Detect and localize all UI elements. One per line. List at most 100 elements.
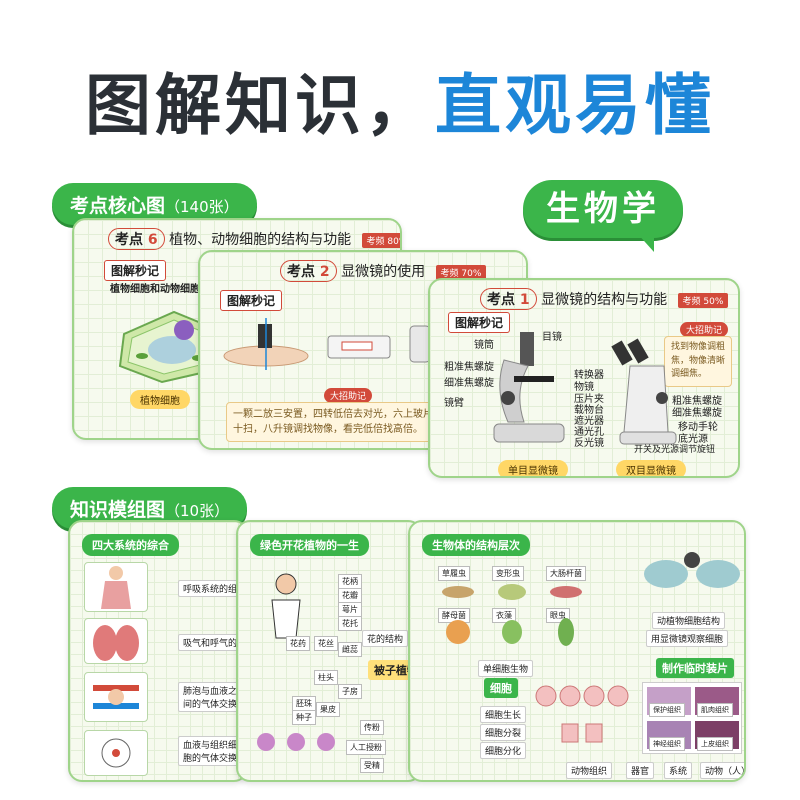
label-fine-left: 细准焦螺旋 <box>444 378 494 389</box>
chip-6: 花丝 <box>314 636 338 651</box>
module-title: 生物体的结构层次 <box>422 534 530 556</box>
freq-badge: 考频 50% <box>677 292 729 308</box>
headline-part2: 直观易懂 <box>435 67 715 144</box>
card-title: 考点 1 显微镜的结构与功能 考频 50% <box>480 288 729 310</box>
subject-bubble-tail <box>636 232 654 252</box>
kp-oval: 考点 1 <box>480 288 537 310</box>
right-cell-structure: 动植物细胞结构 <box>652 612 726 629</box>
tissue-3: 神经组织 <box>649 737 685 751</box>
center-cell: 细胞 <box>484 678 518 698</box>
label-mirror: 反光镜 <box>574 438 604 449</box>
caption-bino: 双目显微镜 <box>616 460 686 476</box>
highlight-angiosperm: 被子植物 <box>368 660 420 680</box>
right-slide: 制作临时装片 <box>656 658 734 678</box>
label-coarse-left: 粗准焦螺旋 <box>444 362 494 373</box>
label-clip: 压片夹 <box>574 394 604 405</box>
bottom-2: 器官 <box>626 762 655 779</box>
chip-14: 受精 <box>360 758 384 773</box>
tissue-panel: 保护组织 肌肉组织 神经组织 上皮组织 <box>642 682 742 754</box>
core-diagram-count: （140张） <box>165 198 239 216</box>
sample-1: 草履虫 <box>438 566 470 581</box>
label-coarse-right: 粗准焦螺旋 <box>672 396 722 407</box>
sample-5: 衣藻 <box>492 608 516 623</box>
chip-15: 人工授粉 <box>346 740 386 755</box>
kp-title-text: 显微镜的结构与功能 <box>541 292 668 308</box>
freq-badge: 考频 80% <box>361 232 400 248</box>
label-eyepiece: 目镜 <box>542 332 562 343</box>
bottom-4: 动物（人） <box>700 762 744 779</box>
tissue-1: 保护组织 <box>649 703 685 717</box>
chip-12: 果皮 <box>316 702 340 717</box>
kp-oval: 考点 2 <box>280 260 337 282</box>
diagram-tag: 图解秒记 <box>104 260 167 281</box>
label-stage: 载物台 <box>574 405 604 416</box>
chip-3: 萼片 <box>338 602 362 617</box>
row-label-4: 血液与组织细胞的气体交换 <box>178 736 242 766</box>
tissue-exchange-illustration <box>84 730 148 776</box>
step-division: 细胞分裂 <box>480 724 527 741</box>
headline: 图解知识，直观易懂 <box>0 52 800 148</box>
label-switch: 开关及光源调节旋钮 <box>634 445 716 455</box>
chip-1: 花柄 <box>338 574 362 589</box>
bottom-1: 动物组织 <box>566 762 613 779</box>
label-nosepiece: 转换器 <box>574 370 604 381</box>
chip-11: 种子 <box>292 710 316 725</box>
module-title: 四大系统的综合 <box>82 534 179 556</box>
card-title: 考点 6 植物、动物细胞的结构与功能 考频 80% <box>108 228 400 250</box>
cell-structure-illustration <box>644 552 740 588</box>
label-light: 底光源 <box>678 434 708 445</box>
chip-2: 花瓣 <box>338 588 362 603</box>
sample-3: 大肠杆菌 <box>546 566 586 581</box>
module-diagram-count: （10张） <box>165 502 230 520</box>
bottom-3: 系统 <box>664 762 693 779</box>
diagram-tag: 图解秒记 <box>448 312 511 333</box>
respiratory-illustration <box>84 562 148 612</box>
flowers-illustration <box>257 733 335 751</box>
tissue-4: 上皮组织 <box>697 737 733 751</box>
sample-2: 变形虫 <box>492 566 524 581</box>
headline-part1: 图解知识， <box>85 67 435 144</box>
chip-5: 花药 <box>286 636 310 651</box>
mnemonic-note: 一颗二放三安置，四转低倍去对光，六上玻片十扫，八升镜调找物像，看完低倍找高倍。 <box>226 402 446 442</box>
person-illustration <box>271 573 301 639</box>
card-subtitle: 植物细胞和动物细胞的 <box>110 284 210 295</box>
cell-division-illustration <box>535 685 629 743</box>
chip-7: 雌蕊 <box>338 642 362 657</box>
chip-9: 子房 <box>338 684 362 699</box>
kp-oval: 考点 6 <box>108 228 165 250</box>
module-title: 绿色开花植物的一生 <box>250 534 369 556</box>
microorganisms-illustration <box>442 584 582 646</box>
tissue-2: 肌肉组织 <box>697 703 733 717</box>
step-differentiation: 细胞分化 <box>480 742 527 759</box>
module-flowering-plant: 绿色开花植物的一生 花柄 花瓣 萼片 花托 花药 花丝 雌蕊 柱头 子房 胚珠 … <box>236 520 422 782</box>
chip-10: 胚珠 <box>292 696 316 711</box>
kp-title-text: 植物、动物细胞的结构与功能 <box>169 232 352 248</box>
card-microscope-structure: 考点 1 显微镜的结构与功能 考频 50% 图解秒记 大招助记 找到物像调粗焦，… <box>428 278 740 478</box>
module-diagram-label: 知识模组图 <box>70 499 166 521</box>
mono-microscope-illustration <box>493 332 565 443</box>
label-diaphragm: 遮光器 <box>574 416 604 427</box>
module-four-systems: 四大系统的综合 呼吸系统的组成 吸气和呼气的过程 肺泡与血液之间的气体交换 血液… <box>68 520 248 782</box>
binocular-microscope-illustration <box>611 338 677 445</box>
step-growth: 细胞生长 <box>480 706 527 723</box>
plant-cell-illustration <box>118 310 220 384</box>
microscope-steps-illustration <box>223 318 431 370</box>
subject-bubble: 生物学 <box>523 180 683 238</box>
label-arm: 镜臂 <box>444 398 464 409</box>
chip-13: 传粉 <box>360 720 384 735</box>
diagram-tag: 图解秒记 <box>220 290 283 311</box>
mnemonic-note: 找到物像调粗焦，物像清晰调细焦。 <box>664 336 732 387</box>
note-tag: 大招助记 <box>324 388 373 403</box>
label-objective: 物镜 <box>574 382 594 393</box>
label-fine-right: 细准焦螺旋 <box>672 408 722 419</box>
note-tag: 大招助记 <box>680 322 729 337</box>
module-organism-levels: 生物体的结构层次 草履虫 变形虫 大肠杆菌 酵母菌 衣藻 眼虫 单细胞生物 细胞… <box>408 520 746 782</box>
label-mech-stage: 移动手轮 <box>678 422 718 433</box>
label-tube: 镜筒 <box>474 340 494 351</box>
alveoli-illustration <box>84 672 148 722</box>
chip-8: 柱头 <box>314 670 338 685</box>
label-aperture: 通光孔 <box>574 427 604 438</box>
right-observe: 用显微镜观察细胞 <box>646 630 729 647</box>
node-flower-structure: 花的结构 <box>362 630 409 647</box>
kp-title-text: 显微镜的使用 <box>341 264 426 280</box>
